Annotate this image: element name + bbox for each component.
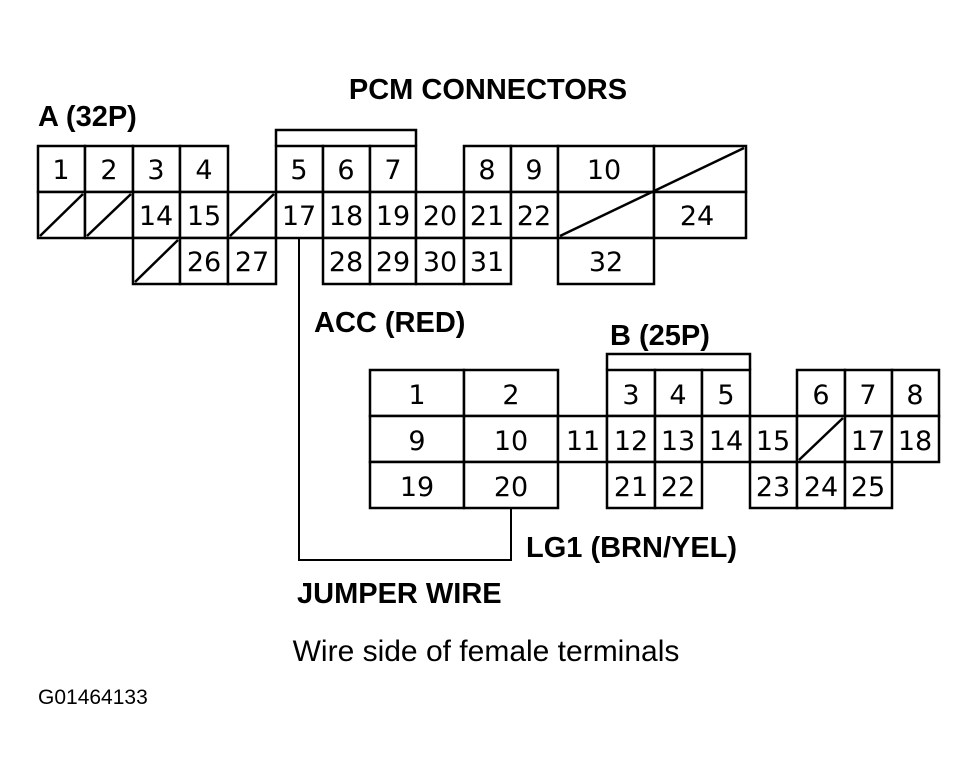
connector-a-cell [274, 190, 325, 240]
connector-b-pin: 15 [756, 426, 790, 457]
connector-a-cell [368, 190, 418, 240]
connector-a-pin: 6 [337, 155, 354, 186]
connector-b-pin: 6 [812, 380, 829, 411]
connector-a-blank-slash [229, 193, 275, 237]
connector-a-blank-slash [39, 193, 84, 237]
connector-b-cell [843, 460, 894, 510]
connector-a-pin: 5 [290, 155, 307, 186]
connector-a-pin: 20 [423, 201, 457, 232]
connector-a-pin: 26 [187, 247, 221, 278]
connector-a-pin: 24 [680, 201, 714, 232]
connector-b-pin: 20 [494, 472, 528, 503]
connector-b-pin: 10 [494, 426, 528, 457]
connector-a: 1 2 3 4 5 6 7 8 9 10 14 15 17 18 19 20 2… [36, 128, 748, 286]
connector-a-pin: 17 [282, 201, 316, 232]
connector-a-pin: 22 [517, 201, 551, 232]
connector-a-pin: 1 [52, 155, 69, 186]
connector-b-pin: 22 [661, 472, 695, 503]
connector-a-pin: 27 [235, 247, 269, 278]
connector-a-pin: 3 [147, 155, 164, 186]
connector-b-pin: 13 [661, 426, 695, 457]
connector-b-pin: 24 [804, 472, 838, 503]
connector-a-cell [226, 236, 278, 286]
jumper-wire [298, 238, 512, 561]
connector-a-pin: 2 [100, 155, 117, 186]
connector-b-cell [890, 414, 941, 464]
connector-b-cell [795, 368, 847, 418]
connector-b: 1 2 3 4 5 6 7 8 9 10 11 12 13 14 15 17 1… [368, 352, 941, 510]
connector-a-pin: 30 [423, 247, 457, 278]
connector-b-cell [843, 414, 894, 464]
connector-b-lock-bracket [605, 352, 752, 370]
connector-b-pin: 8 [906, 380, 923, 411]
connector-a-pin: 21 [470, 201, 504, 232]
connector-b-pin: 4 [669, 380, 686, 411]
connector-a-cell [556, 144, 656, 194]
connector-a-pin: 31 [470, 247, 504, 278]
connector-a-pin: 14 [139, 201, 173, 232]
caption: Wire side of female terminals [293, 635, 680, 668]
connector-b-cell [748, 460, 799, 510]
connector-b-pin: 17 [851, 426, 885, 457]
connector-a-blank-slash [134, 239, 179, 283]
diagram-title: PCM CONNECTORS [349, 74, 627, 106]
connector-b-pin: 5 [717, 380, 734, 411]
connector-b-pin: 21 [614, 472, 648, 503]
connector-a-cell [462, 144, 513, 194]
connector-b-pin: 2 [502, 380, 519, 411]
connector-a-pin: 19 [376, 201, 410, 232]
connector-a-pin: 15 [187, 201, 221, 232]
jumper-wire-label: JUMPER WIRE [297, 578, 502, 610]
connector-b-cell [462, 460, 560, 510]
connector-a-blank-slash [559, 146, 745, 238]
connector-b-cell [462, 414, 560, 464]
connector-b-pin: 23 [756, 472, 790, 503]
connector-b-cell [653, 414, 704, 464]
connector-b-pin: 18 [898, 426, 932, 457]
connector-b-pin: 25 [851, 472, 885, 503]
connector-b-pin: 9 [408, 426, 425, 457]
connector-a-pin: 32 [589, 247, 623, 278]
connector-a-pin: 18 [329, 201, 363, 232]
connector-a-pin: 10 [587, 155, 621, 186]
connector-a-cell [321, 236, 372, 286]
connector-a-cell [556, 236, 656, 286]
connector-b-cell [462, 368, 560, 418]
connector-a-pin: 9 [525, 155, 542, 186]
connector-a-pin: 7 [384, 155, 401, 186]
connector-a-pin: 29 [376, 247, 410, 278]
connector-a-pin: 8 [478, 155, 495, 186]
acc-wire-label: ACC (RED) [314, 307, 465, 339]
connector-a-lock-bracket [274, 128, 418, 146]
connector-a-blank-slash [86, 193, 132, 237]
connector-b-label: B (25P) [610, 320, 710, 352]
connector-b-pin: 3 [622, 380, 639, 411]
connector-b-pin: 14 [709, 426, 743, 457]
connector-a-cell [462, 236, 513, 286]
connector-b-cell [605, 460, 657, 510]
connector-a-pin: 4 [195, 155, 212, 186]
connector-b-pin: 19 [400, 472, 434, 503]
figure-code: G01464133 [38, 686, 148, 709]
connector-a-cell [414, 190, 466, 240]
lg1-wire-label: LG1 (BRN/YEL) [526, 532, 737, 564]
connector-b-blank-slash [798, 417, 844, 461]
connector-a-pin: 28 [329, 247, 363, 278]
connector-b-cell [748, 414, 799, 464]
connector-b-cell [890, 368, 941, 418]
connector-a-cell [178, 144, 230, 194]
connector-a-label: A (32P) [38, 101, 137, 133]
connector-b-pin: 12 [614, 426, 648, 457]
connector-b-pin: 11 [566, 426, 600, 457]
connector-b-pin: 1 [408, 380, 425, 411]
connector-b-cell [653, 460, 704, 510]
connector-b-pin: 7 [859, 380, 876, 411]
connector-a-cell [652, 190, 748, 240]
